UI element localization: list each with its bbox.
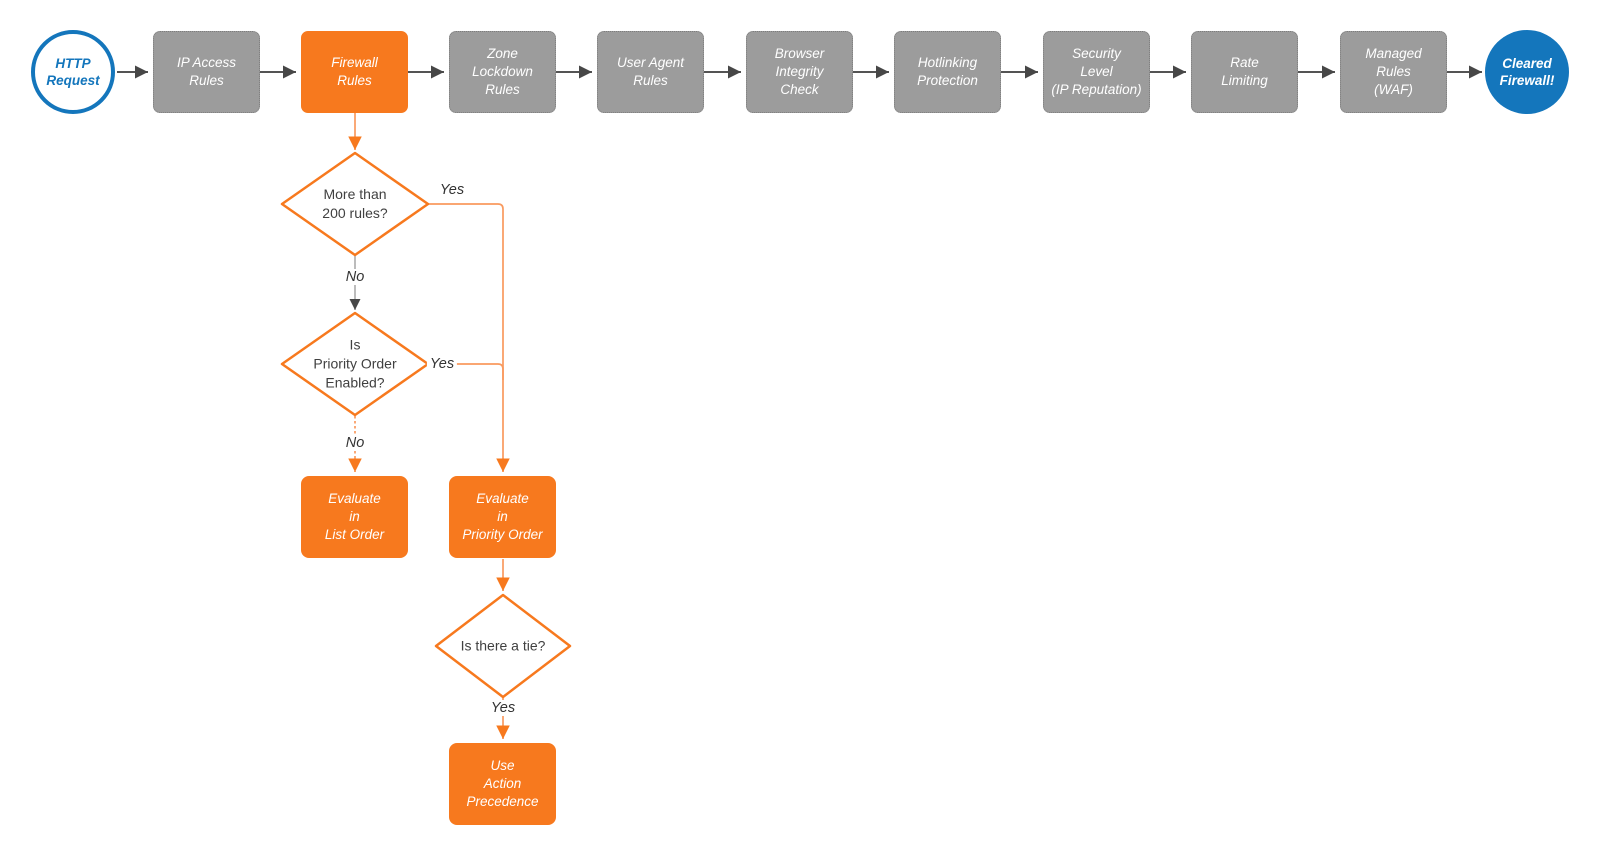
stage-security-level: Security Level (IP Reputation) — [1043, 31, 1150, 113]
decision-shape-more-than-200-rules — [280, 151, 430, 257]
stage-label: Managed Rules (WAF) — [1365, 46, 1422, 97]
decision-more-than-200-rules-label: More than 200 rules? — [322, 186, 388, 221]
stage-label: Firewall Rules — [331, 55, 378, 88]
stage-label: User Agent Rules — [616, 55, 685, 88]
stage-rate-limiting: Rate Limiting — [1191, 31, 1298, 113]
stage-label: Zone Lockdown Rules — [472, 46, 533, 97]
action-label: Evaluate in List Order — [324, 491, 385, 542]
stage-browser-integrity-check: Browser Integrity Check — [746, 31, 853, 113]
decision-priority-order-enabled-label: Is Priority Order Enabled? — [313, 336, 397, 391]
start-node-http-request: HTTP Request — [31, 30, 115, 114]
stage-firewall-rules: Firewall Rules — [301, 31, 408, 113]
action-label: Use Action Precedence — [466, 758, 539, 809]
action-evaluate-in-priority-order: Evaluate in Priority Order — [449, 476, 556, 558]
action-evaluate-in-list-order: Evaluate in List Order — [301, 476, 408, 558]
decision-is-there-a-tie-label: Is there a tie? — [460, 637, 546, 654]
connector-decision1-yes — [428, 203, 510, 472]
connector-decision2-yes — [428, 363, 504, 380]
stage-label: Rate Limiting — [1221, 55, 1268, 88]
edge-label-decision1-yes: Yes — [436, 182, 468, 198]
action-label: Evaluate in Priority Order — [462, 491, 543, 542]
stage-label: IP Access Rules — [176, 55, 237, 88]
stage-zone-lockdown-rules: Zone Lockdown Rules — [449, 31, 556, 113]
edge-label-decision2-yes: Yes — [426, 356, 458, 372]
stage-ip-access-rules: IP Access Rules — [153, 31, 260, 113]
stage-label: Security Level (IP Reputation) — [1051, 46, 1142, 97]
action-use-action-precedence: Use Action Precedence — [449, 743, 556, 825]
stage-label: Hotlinking Protection — [917, 55, 978, 88]
stage-managed-rules-waf: Managed Rules (WAF) — [1340, 31, 1447, 113]
decision-shape-priority-order-enabled — [280, 311, 430, 417]
stage-user-agent-rules: User Agent Rules — [597, 31, 704, 113]
decision-shape-is-there-a-tie — [434, 593, 572, 699]
edge-label-decision3-yes: Yes — [487, 700, 519, 716]
stage-hotlinking-protection: Hotlinking Protection — [894, 31, 1001, 113]
decision-diamonds — [280, 151, 572, 699]
end-node-label: Cleared Firewall! — [1499, 56, 1555, 88]
edge-label-decision1-no: No — [342, 269, 368, 285]
end-node-cleared-firewall: Cleared Firewall! — [1485, 30, 1569, 114]
start-node-label: HTTP Request — [46, 56, 100, 88]
stage-label: Browser Integrity Check — [774, 46, 825, 97]
decision-tree-connectors — [348, 113, 510, 739]
edge-label-decision2-no: No — [342, 435, 368, 451]
